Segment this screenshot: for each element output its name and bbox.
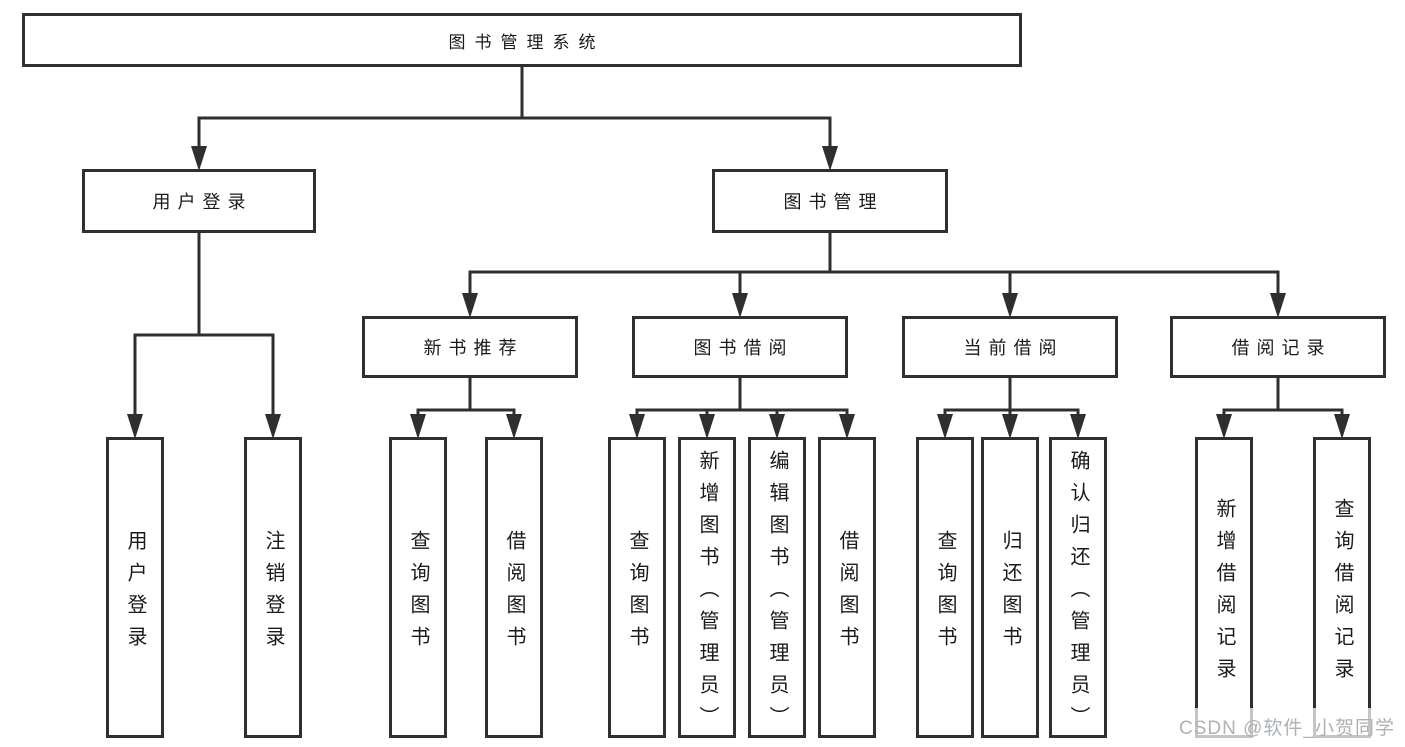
node-bb-borrow: 借阅图书 — [818, 437, 876, 738]
node-label-user-login: 用户登录 — [152, 192, 253, 212]
node-label-book-borrow: 图书借阅 — [693, 338, 794, 358]
node-bb-edit: 编辑图书（管理员） — [748, 437, 806, 738]
node-current-borrow: 当前借阅 — [902, 316, 1118, 378]
node-label-bb-add: 新增图书（管理员） — [696, 449, 718, 738]
node-root: 图书管理系统 — [22, 13, 1022, 67]
node-label-bb-edit: 编辑图书（管理员） — [766, 449, 788, 738]
node-label-ul-logout: 注销登录 — [262, 529, 284, 658]
node-cb-return: 归还图书 — [981, 437, 1039, 738]
node-label-cb-return: 归还图书 — [999, 529, 1021, 658]
node-label-bb-query: 查询图书 — [626, 529, 648, 658]
node-label-nb-query: 查询图书 — [407, 529, 429, 658]
node-label-br-add: 新增借阅记录 — [1213, 497, 1235, 690]
node-user-login: 用户登录 — [82, 169, 316, 233]
node-bb-add: 新增图书（管理员） — [678, 437, 736, 738]
node-ul-login: 用户登录 — [106, 437, 164, 738]
node-cb-query: 查询图书 — [916, 437, 974, 738]
node-book-borrow: 图书借阅 — [632, 316, 848, 378]
node-label-ul-login: 用户登录 — [124, 529, 146, 658]
node-label-br-query: 查询借阅记录 — [1331, 497, 1353, 690]
node-nb-query: 查询图书 — [389, 437, 447, 738]
node-br-query: 查询借阅记录 — [1313, 437, 1371, 738]
node-label-new-book-rec: 新书推荐 — [423, 338, 524, 358]
watermark-text: CSDN @软件_小贺同学 — [1179, 718, 1395, 739]
node-bb-query: 查询图书 — [608, 437, 666, 738]
node-ul-logout: 注销登录 — [244, 437, 302, 738]
node-book-mgmt: 图书管理 — [712, 169, 948, 233]
node-label-borrow-records: 借阅记录 — [1231, 338, 1332, 358]
node-br-add: 新增借阅记录 — [1195, 437, 1253, 738]
watermark: CSDN @软件_小贺同学 — [1145, 708, 1403, 745]
node-borrow-records: 借阅记录 — [1170, 316, 1386, 378]
node-cb-confirm: 确认归还（管理员） — [1049, 437, 1107, 738]
node-label-book-mgmt: 图书管理 — [783, 192, 884, 212]
node-label-current-borrow: 当前借阅 — [963, 338, 1064, 358]
node-new-book-rec: 新书推荐 — [362, 316, 578, 378]
node-label-nb-borrow: 借阅图书 — [503, 529, 525, 658]
node-label-root: 图书管理系统 — [448, 32, 605, 52]
node-nb-borrow: 借阅图书 — [485, 437, 543, 738]
node-label-bb-borrow: 借阅图书 — [836, 529, 858, 658]
node-label-cb-confirm: 确认归还（管理员） — [1067, 449, 1089, 738]
node-label-cb-query: 查询图书 — [934, 529, 956, 658]
